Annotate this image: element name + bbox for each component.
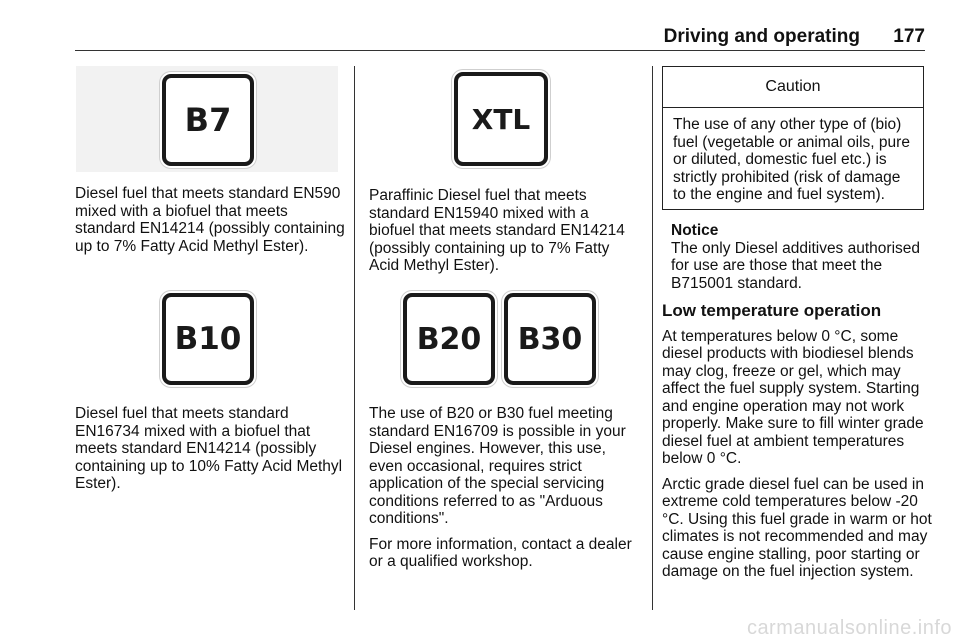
column-1-text-b10: Diesel fuel that meets standard EN16734 … bbox=[75, 405, 347, 501]
caution-text: The use of any other type of (bio) fuel … bbox=[673, 116, 910, 203]
paragraph-b10: Diesel fuel that meets standard EN16734 … bbox=[75, 405, 343, 492]
column-divider-1 bbox=[354, 66, 355, 610]
watermark: carmanualsonline.info bbox=[746, 617, 952, 639]
fuel-symbol-b7: B7 bbox=[162, 74, 254, 166]
page-number: 177 bbox=[893, 26, 925, 47]
column-divider-2 bbox=[652, 66, 653, 610]
fuel-symbol-xtl-label: XTL bbox=[471, 102, 531, 136]
fuel-symbol-b7-label: B7 bbox=[184, 101, 232, 139]
fuel-symbol-b30: B30 bbox=[504, 293, 596, 385]
paragraph-b7: Diesel fuel that meets standard EN590 mi… bbox=[75, 185, 345, 255]
paragraph-low-temp-1: At temperatures below 0 °C, some diesel … bbox=[662, 327, 924, 468]
fuel-symbol-b10-label: B10 bbox=[174, 321, 242, 357]
fuel-symbol-b20: B20 bbox=[403, 293, 495, 385]
fuel-symbol-xtl: XTL bbox=[454, 72, 548, 166]
fuel-symbol-b30-label: B30 bbox=[517, 321, 583, 357]
notice-title: Notice bbox=[671, 222, 719, 239]
paragraph-contact: For more information, contact a dealer o… bbox=[369, 535, 632, 571]
column-2-text-xtl: Paraffinic Diesel fuel that meets standa… bbox=[369, 187, 637, 283]
caution-box: Caution The use of any other type of (bi… bbox=[662, 66, 924, 210]
paragraph-low-temp-2: Arctic grade diesel fuel can be used in … bbox=[662, 475, 932, 581]
paragraph-xtl: Paraffinic Diesel fuel that meets standa… bbox=[369, 187, 625, 274]
column-2-text-b20-b30: The use of B20 or B30 fuel meeting stand… bbox=[369, 405, 639, 579]
page-header-title: Driving and operating bbox=[663, 26, 860, 47]
fuel-symbol-b20-label: B20 bbox=[416, 321, 482, 357]
caution-title: Caution bbox=[663, 67, 923, 108]
notice-block: Notice The only Diesel additives authori… bbox=[662, 222, 932, 292]
column-1-text-b7: Diesel fuel that meets standard EN590 mi… bbox=[75, 185, 347, 263]
fuel-symbol-b10: B10 bbox=[162, 293, 254, 385]
paragraph-b20-b30: The use of B20 or B30 fuel meeting stand… bbox=[369, 405, 626, 527]
notice-text: The only Diesel additives authorised for… bbox=[671, 239, 920, 292]
header-rule bbox=[75, 50, 925, 51]
column-3-text: Notice The only Diesel additives authori… bbox=[662, 222, 932, 589]
section-heading-low-temperature: Low temperature operation bbox=[662, 301, 882, 320]
